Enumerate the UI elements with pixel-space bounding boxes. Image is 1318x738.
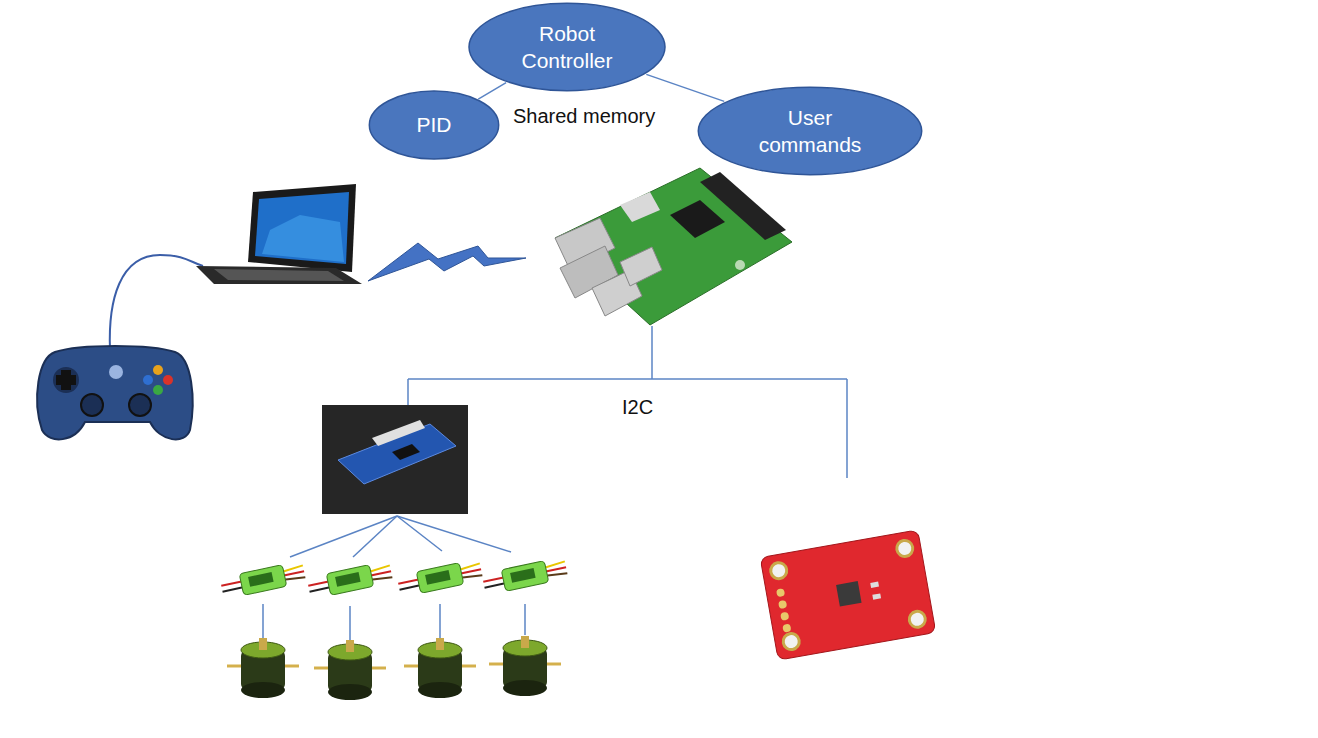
ellipse-node: User commands xyxy=(696,86,924,176)
gamepad-cable xyxy=(110,255,203,350)
node-label: Robot Controller xyxy=(502,20,632,75)
wireless-link xyxy=(368,243,526,281)
i2c-bus xyxy=(263,326,847,640)
raspberry-pi xyxy=(555,168,792,325)
annotation-label: Shared memory xyxy=(513,105,655,128)
node-text-group: PID xyxy=(416,111,451,138)
node-label: User commands xyxy=(735,104,885,159)
connector-line xyxy=(478,83,506,99)
annotation-label: I2C xyxy=(622,396,653,419)
gamepad xyxy=(37,346,192,439)
node-label: PID xyxy=(416,111,451,138)
ellipse-node: PID xyxy=(368,90,500,160)
brushless-motors xyxy=(227,636,561,700)
connector-line xyxy=(646,74,724,101)
sensor-board xyxy=(760,530,936,660)
esc-units xyxy=(220,557,569,600)
ellipse-outline xyxy=(696,86,924,176)
node-text-group: Robot Controller xyxy=(502,20,632,75)
laptop xyxy=(196,184,362,284)
ellipse-outline xyxy=(467,2,667,92)
node-text-group: User commands xyxy=(735,104,885,159)
pwm-driver-board xyxy=(322,405,468,514)
ellipse-node: Robot Controller xyxy=(467,2,667,92)
